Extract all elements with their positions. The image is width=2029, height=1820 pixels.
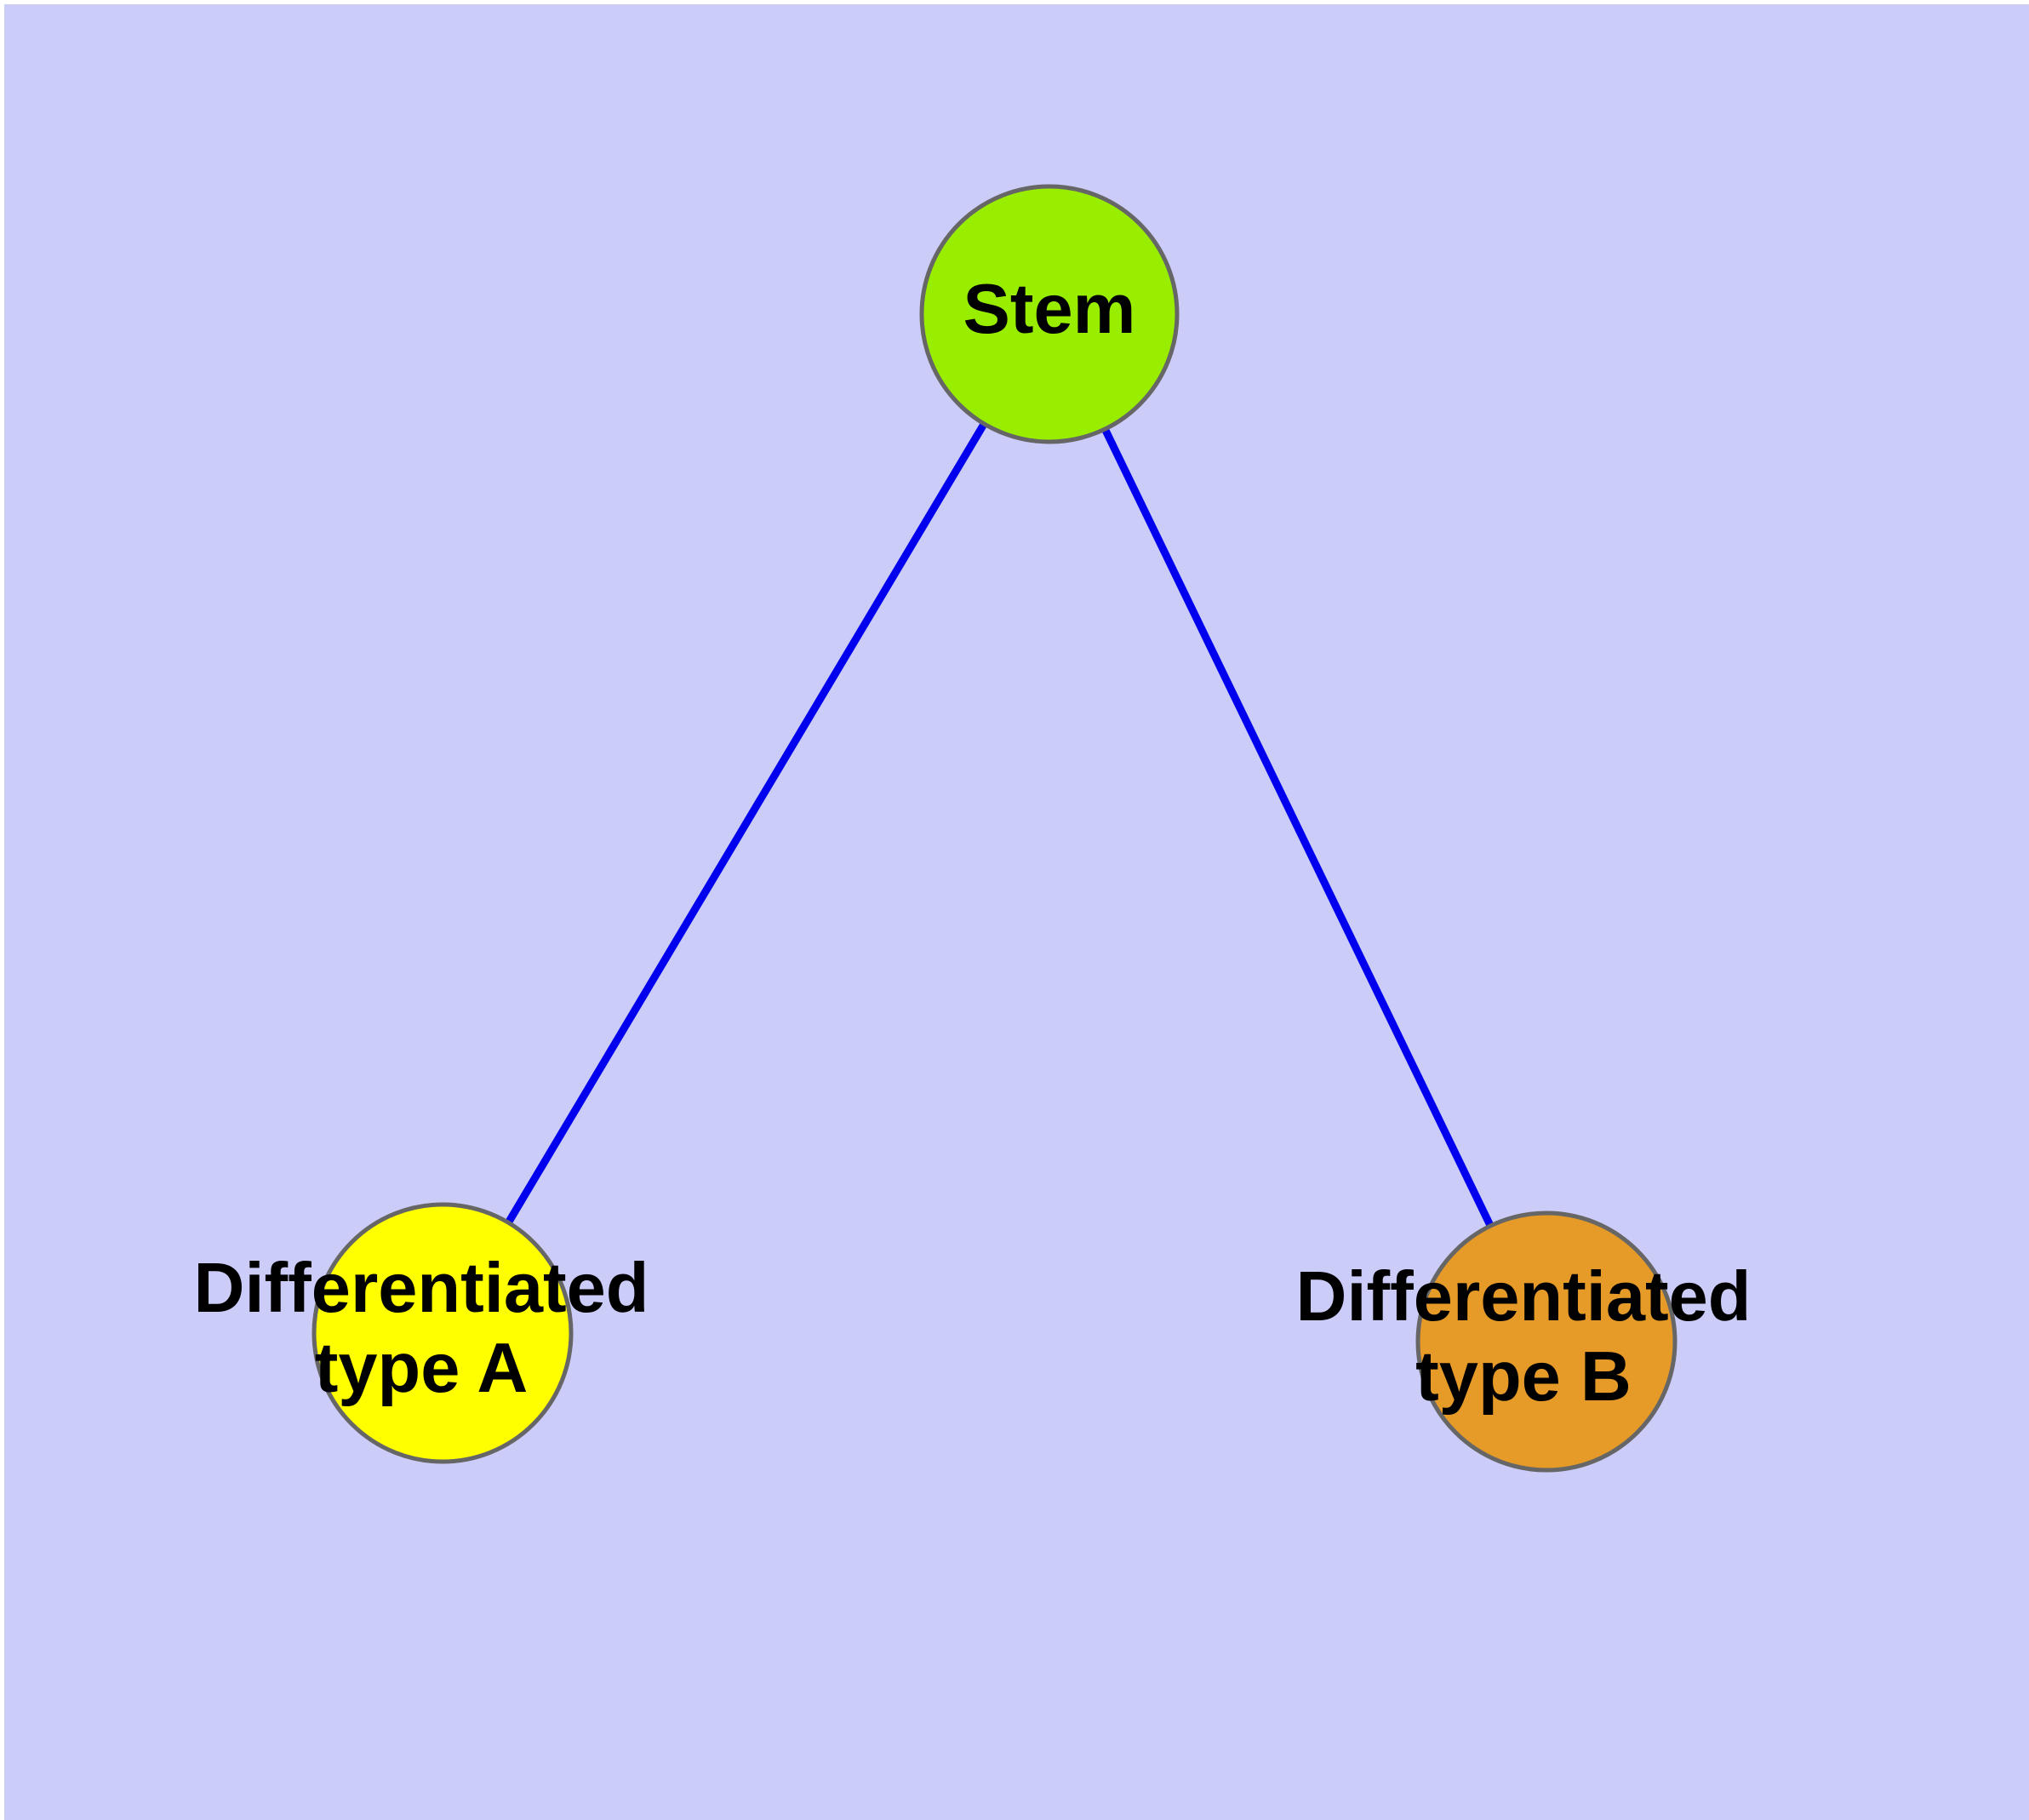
node-differentiated-type-b-label-line2: type B	[1415, 1336, 1632, 1416]
node-differentiated-type-a-circle[interactable]	[311, 1202, 574, 1464]
node-stem-circle[interactable]	[919, 184, 1180, 444]
node-differentiated-type-b[interactable]: Differentiated type B	[1296, 1210, 1752, 1473]
node-layer: Stem Differentiated type A Differentiate…	[194, 184, 1752, 1473]
node-differentiated-type-a[interactable]: Differentiated type A	[194, 1202, 649, 1464]
graph-svg: Stem Differentiated type A Differentiate…	[194, 184, 1752, 1473]
node-stem-label: Stem	[963, 269, 1136, 348]
edge-stem-to-differentiated-type-a[interactable]	[505, 421, 988, 1225]
edge-stem-to-differentiated-type-b[interactable]	[1101, 427, 1495, 1228]
edge-layer	[505, 421, 1495, 1228]
node-stem[interactable]: Stem	[919, 184, 1180, 444]
node-differentiated-type-b-label: Differentiated	[1296, 1256, 1752, 1336]
graph-plot-area: Stem Differentiated type A Differentiate…	[4, 4, 2029, 1820]
node-differentiated-type-a-label: Differentiated	[194, 1248, 649, 1327]
node-differentiated-type-b-circle[interactable]	[1415, 1210, 1677, 1473]
node-differentiated-type-a-label-line2: type A	[315, 1328, 529, 1407]
